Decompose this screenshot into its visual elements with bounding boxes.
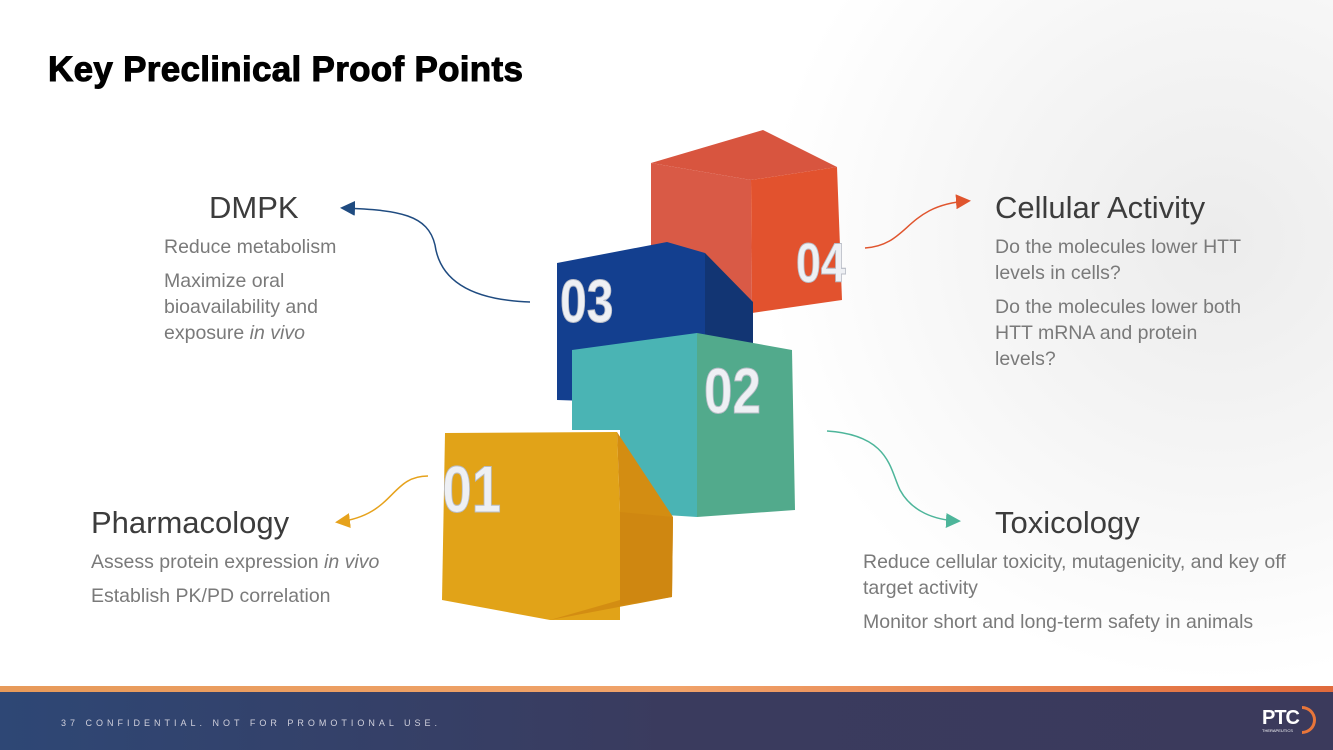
dmpk-item: Maximize oral bioavailability and exposu… [164,268,384,346]
dmpk-item: Reduce metabolism [164,236,337,258]
pharmacology-block: Pharmacology Assess protein expression i… [91,505,391,617]
toxicology-item: Monitor short and long-term safety in an… [863,611,1254,633]
dmpk-item-text: Maximize oral bioavailability and exposu… [164,270,318,344]
pharmacology-item: Establish PK/PD correlation [91,585,331,607]
toxicology-item: Reduce cellular toxicity, mutagenicity, … [863,551,1286,599]
cellular-block: Cellular Activity Do the molecules lower… [995,190,1245,380]
cubes-graphic: 04 03 02 01 [335,130,971,620]
footer-stripe [0,686,1333,692]
logo-text: PTC [1262,707,1300,729]
cube-04-label: 04 [796,231,846,294]
dmpk-arrow [340,200,531,303]
cellular-item: Do the molecules lower HTT levels in cel… [995,236,1241,284]
cellular-heading: Cellular Activity [995,190,1206,225]
cube-01-label: 01 [442,452,501,526]
cellular-item: Do the molecules lower both HTT mRNA and… [995,296,1242,370]
dmpk-block: DMPK Reduce metabolism Maximize oral bio… [164,190,384,354]
pharmacology-arrow [335,475,429,528]
pharmacology-item: Assess protein expression in vivo [91,549,391,575]
dmpk-item-italic: in vivo [249,322,305,344]
pharmacology-item-text: Assess protein expression [91,551,319,573]
page-title: Key Preclinical Proof Points [47,50,524,90]
background-swoosh [760,0,1333,686]
logo-subtext: THERAPEUTICS [1262,728,1293,733]
cellular-arrow [864,194,971,249]
toxicology-arrow [826,430,961,528]
cube-02: 02 [572,333,795,517]
toxicology-block: Toxicology Reduce cellular toxicity, mut… [863,505,1323,643]
cube-01: 01 [442,432,673,620]
cube-02-label: 02 [704,357,761,428]
pharmacology-item-italic: in vivo [324,551,380,573]
dmpk-heading: DMPK [209,190,299,225]
toxicology-heading: Toxicology [995,505,1140,540]
footer [0,692,1333,750]
pharmacology-heading: Pharmacology [91,505,290,540]
footer-text: 37 CONFIDENTIAL. NOT FOR PROMOTIONAL USE… [61,718,442,728]
cube-03-label: 03 [560,268,613,335]
